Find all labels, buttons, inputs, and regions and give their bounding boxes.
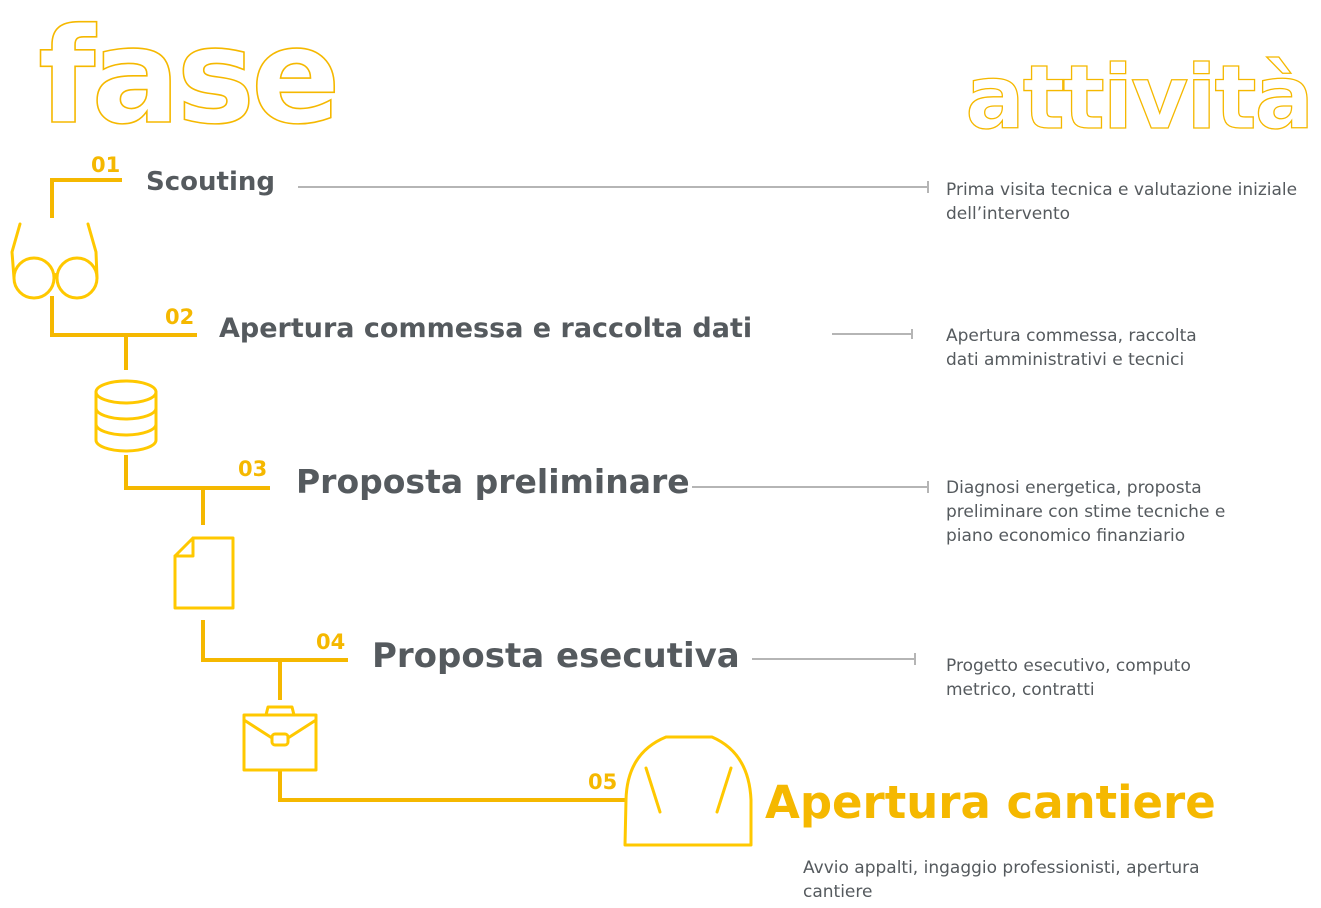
step-description-01: Prima visita tecnica e valutazione inizi…	[946, 180, 1298, 224]
step-description-03: Diagnosi energetica, proposta preliminar…	[946, 478, 1226, 546]
path-segment-01	[50, 178, 122, 218]
header-fase: fase	[38, 0, 337, 150]
step-title-01: Scouting	[146, 167, 275, 197]
database-icon	[94, 379, 158, 453]
path-segment-05	[278, 770, 625, 802]
step-number-05: 05	[588, 770, 618, 794]
step-number-03: 03	[238, 457, 268, 481]
path-segment-04	[201, 620, 348, 662]
step-number-02: 02	[165, 305, 195, 329]
step-description-05: Avvio appalti, ingaggio professionisti, …	[803, 858, 1200, 902]
step-title-03: Proposta preliminare	[296, 462, 690, 501]
path-segment-03	[124, 455, 270, 490]
document-icon	[173, 536, 235, 610]
header-attivita: attività	[965, 46, 1312, 149]
step-description-02: Apertura commessa, raccolta dati amminis…	[946, 326, 1197, 370]
briefcase-icon	[242, 705, 318, 772]
step-title-02: Apertura commessa e raccolta dati	[219, 313, 753, 344]
step-number-04: 04	[316, 630, 346, 654]
glasses-icon	[10, 222, 99, 300]
hard-hat-icon	[623, 735, 753, 847]
step-title-05: Apertura cantiere	[765, 776, 1216, 829]
step-number-01: 01	[91, 153, 121, 177]
path-segment-02	[50, 296, 197, 337]
step-title-04: Proposta esecutiva	[372, 636, 740, 676]
headers-layer: fase attività	[37, 0, 1314, 150]
step-description-04: Progetto esecutivo, computo metrico, con…	[946, 656, 1191, 700]
